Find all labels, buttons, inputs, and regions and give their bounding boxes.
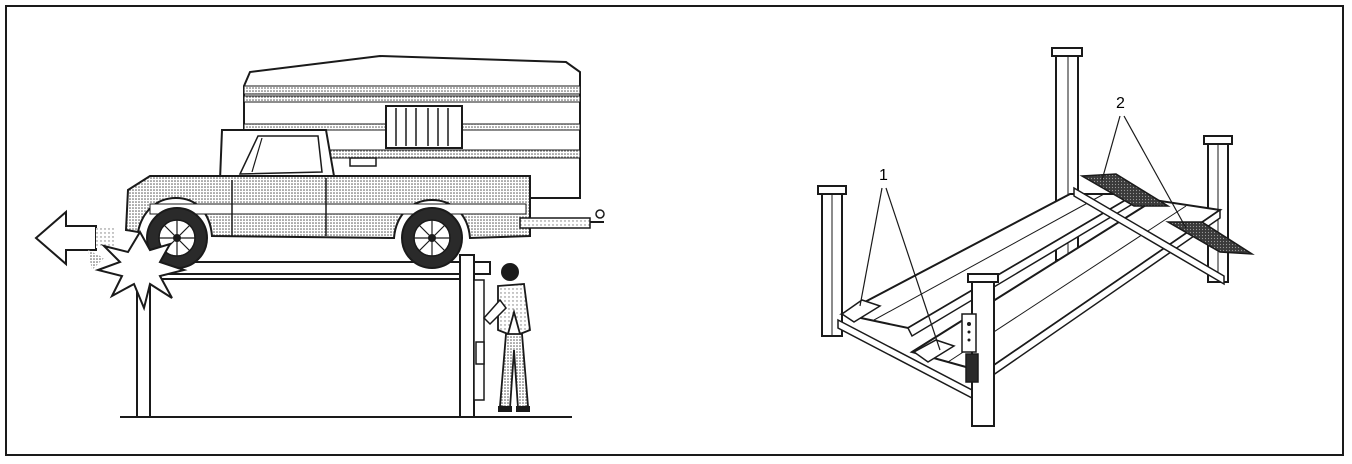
right-illustration-panel: 1 2 <box>676 0 1352 464</box>
technician-figure <box>482 263 531 412</box>
lift-runway <box>119 261 491 280</box>
cab-window <box>238 135 323 175</box>
left-illustration-panel <box>34 54 605 418</box>
front-wheel-stops-icon <box>840 299 956 363</box>
drive-on-ramps-icon <box>1079 173 1255 255</box>
truck-on-lift-illustration <box>34 54 605 418</box>
callout-2-label: 2 <box>1116 95 1125 112</box>
pickup-truck <box>124 129 605 240</box>
callout-2: 2 <box>1101 95 1187 229</box>
hydraulic-cylinder <box>965 353 979 383</box>
lift-post-left <box>136 279 151 417</box>
lift-post-front-left <box>817 185 847 337</box>
impact-burst-icon <box>88 230 188 312</box>
callout-1: 1 <box>859 167 941 351</box>
lift-control-box <box>475 341 485 365</box>
lift-post-right <box>459 254 485 418</box>
rear-wheel <box>401 207 463 269</box>
rear-bumper <box>519 217 591 229</box>
camper-window <box>385 105 463 149</box>
four-post-lift-illustration: 1 2 <box>817 47 1255 427</box>
arrow-left-icon <box>34 209 116 267</box>
lift-post-front-right <box>961 273 999 427</box>
callout-1-label: 1 <box>879 167 888 184</box>
